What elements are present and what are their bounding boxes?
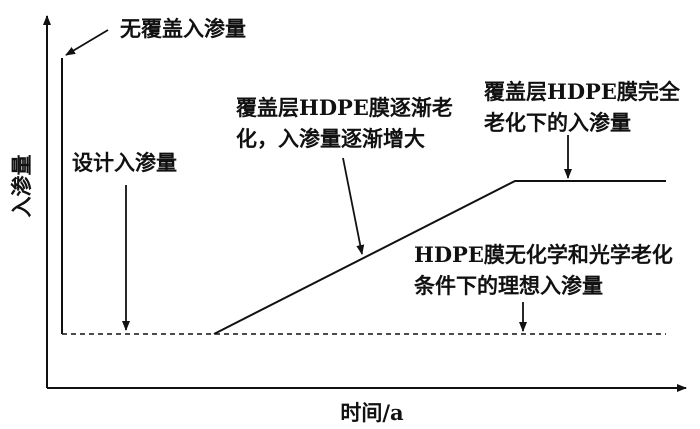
uncovered-arrow [65,29,109,56]
gradual-label-line2: 化，入渗量逐渐增大 [236,126,425,151]
gradual-label-line1: 覆盖层HDPE膜逐渐老 [236,95,453,120]
ideal-label-line2: 条件下的理想入渗量 [414,273,603,298]
aged-label-line2: 老化下的入渗量 [484,110,631,135]
ideal-label-line1: HDPE膜无化学和光学老化 [414,242,673,267]
x-axis-title: 时间/a [340,400,404,425]
uncovered-label: 无覆盖入渗量 [120,16,246,41]
gradual-arrow [342,157,365,255]
y-axis-title: 入渗量 [9,155,34,218]
design-label: 设计入渗量 [72,150,177,175]
aged-label-line1: 覆盖层HDPE膜完全 [484,79,681,104]
aging-infiltration-curve [213,180,666,335]
